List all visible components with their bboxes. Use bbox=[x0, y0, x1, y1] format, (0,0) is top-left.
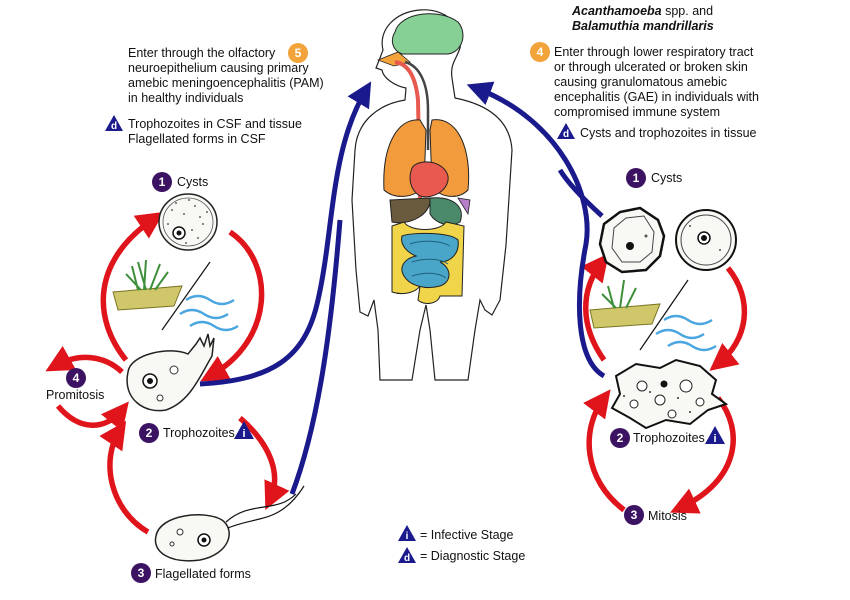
right-route-text: Enter through lower respiratory tract or… bbox=[554, 45, 759, 120]
left-stage-2-label: Trophozoites bbox=[163, 426, 235, 440]
right-stage-2-badge: 2 bbox=[610, 428, 630, 448]
species-suffix: spp. and bbox=[665, 4, 714, 18]
left-stage-1-badge: 1 bbox=[152, 172, 172, 192]
brain bbox=[391, 13, 464, 55]
infective-stage-icon: i bbox=[234, 421, 254, 440]
arrow-cyst-to-trophozoite bbox=[200, 229, 265, 382]
right-stage-1-badge: 1 bbox=[626, 168, 646, 188]
diagnostic-stage-icon: d bbox=[105, 115, 123, 132]
left-route-number-badge: 5 bbox=[288, 43, 308, 63]
trachea bbox=[404, 60, 430, 150]
arrow-right-cyst-to-trophozoite bbox=[709, 266, 748, 371]
arrow-mitosis-to-trophozoite bbox=[583, 389, 626, 513]
arrow-flagellated-to-trophozoite bbox=[99, 420, 150, 535]
left-route-line: neuroepithelium causing primary bbox=[128, 61, 309, 75]
left-stage-2-badge: 2 bbox=[139, 423, 159, 443]
right-route-line: or through ulcerated or broken skin bbox=[554, 60, 748, 74]
diagnostic-stage-icon: d bbox=[557, 123, 575, 140]
left-stage-1-label: Cysts bbox=[177, 175, 209, 189]
right-stage-3-label: Mitosis bbox=[648, 509, 687, 523]
left-route-line: in healthy individuals bbox=[128, 91, 244, 105]
left-route-line: Enter through the olfactory bbox=[128, 46, 276, 60]
diagnostic-stage-letter: d bbox=[563, 129, 569, 140]
right-route-line: causing granulomatous amebic bbox=[554, 75, 728, 89]
spleen bbox=[457, 197, 471, 216]
infective-stage-letter: i bbox=[242, 428, 245, 440]
left-stage-3-label: Flagellated forms bbox=[155, 567, 251, 581]
acanthamoeba-cyst bbox=[598, 206, 666, 274]
right-route-line: compromised immune system bbox=[554, 105, 721, 119]
arrow-promitosis-back bbox=[55, 401, 129, 432]
soil-and-water-environment bbox=[112, 259, 239, 332]
right-cycle bbox=[580, 206, 748, 514]
heart bbox=[409, 161, 449, 198]
right-diagnostic-text: Cysts and trophozoites in tissue bbox=[580, 126, 757, 140]
route-arrow-left-to-nose bbox=[199, 81, 372, 387]
left-stage-4-badge: 4 bbox=[66, 368, 86, 388]
right-soil-and-water-environment bbox=[589, 279, 717, 352]
left-cycle bbox=[45, 193, 305, 562]
left-route-text: Enter through the olfactory neuroepithel… bbox=[128, 46, 324, 106]
left-stage-4-label: Promitosis bbox=[46, 388, 105, 402]
right-stage-1-label: Cysts bbox=[651, 171, 683, 185]
route-arrow-flagellate-to-brain bbox=[289, 219, 343, 495]
legend-infective-letter: i bbox=[406, 531, 409, 542]
acanthamoeba-trophozoite bbox=[610, 358, 729, 430]
diagnostic-stage-letter: d bbox=[111, 121, 117, 132]
arrow-trophozoite-to-flagellated bbox=[238, 415, 290, 510]
naegleria-trophozoite bbox=[126, 333, 215, 412]
legend-diagnostic-text: = Diagnostic Stage bbox=[420, 549, 526, 563]
arrow-trophozoite-to-cyst bbox=[100, 211, 165, 362]
human-body bbox=[351, 9, 513, 381]
left-route-line: amebic meningoencephalitis (PAM) bbox=[128, 76, 324, 90]
species-name-balamuthia: Balamuthia mandrillaris bbox=[572, 19, 714, 33]
species-name-acanthamoeba: Acanthamoeba bbox=[572, 4, 662, 18]
naegleria-cyst bbox=[158, 193, 218, 251]
right-stage-2-label: Trophozoites bbox=[633, 431, 705, 445]
left-stage-3-badge: 3 bbox=[131, 563, 151, 583]
small-intestine bbox=[401, 232, 459, 289]
right-species-line-1: Acanthamoeba spp. and bbox=[572, 4, 713, 19]
right-route-line: Enter through lower respiratory tract bbox=[554, 45, 754, 59]
infective-stage-icon: i bbox=[705, 426, 725, 445]
legend-infective-text: = Infective Stage bbox=[420, 528, 514, 542]
arrow-right-trophozoite-to-cyst bbox=[580, 253, 609, 362]
legend-diagnostic-letter: d bbox=[404, 553, 410, 564]
stomach bbox=[429, 197, 462, 226]
right-stage-3-badge: 3 bbox=[624, 505, 644, 525]
legend-diagnostic-icon: d bbox=[398, 547, 416, 564]
naegleria-flagellated-form bbox=[154, 485, 305, 562]
arrow-promitosis-out bbox=[45, 345, 124, 375]
legend-infective-icon: i bbox=[398, 525, 416, 542]
intestine-coils bbox=[409, 240, 451, 279]
left-diagnostic-line: Trophozoites in CSF and tissue bbox=[128, 117, 302, 131]
left-diagnostic-line: Flagellated forms in CSF bbox=[128, 132, 266, 146]
route-arrow-right-cyst-to-body bbox=[557, 168, 604, 218]
infective-stage-letter: i bbox=[713, 433, 716, 445]
left-diagnostic-text: Trophozoites in CSF and tissue Flagellat… bbox=[128, 117, 302, 147]
balamuthia-cyst bbox=[675, 209, 737, 271]
route-arrow-right-to-body bbox=[466, 81, 606, 379]
right-route-line: encephalitis (GAE) in individuals with bbox=[554, 90, 759, 104]
right-route-number-badge: 4 bbox=[530, 42, 550, 62]
arrow-trophozoite-to-mitosis bbox=[670, 396, 736, 514]
esophagus bbox=[394, 60, 422, 201]
